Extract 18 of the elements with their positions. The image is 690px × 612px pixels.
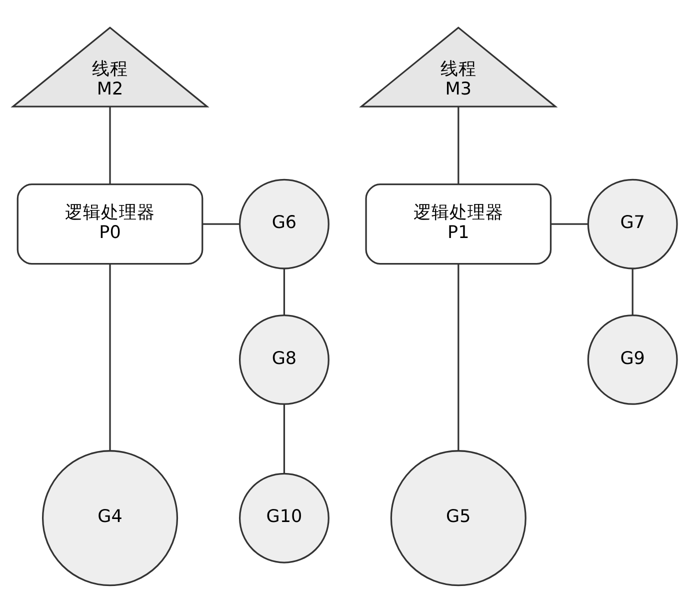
connector — [550, 222, 588, 224]
node-circle: G7 — [587, 178, 678, 269]
connector — [283, 404, 286, 473]
node-box: 逻辑处理器 P0 — [16, 183, 204, 264]
node-circle: G4 — [42, 450, 178, 586]
connector — [458, 106, 460, 184]
connector — [632, 268, 634, 314]
connector — [202, 222, 240, 224]
connector — [109, 263, 111, 450]
node-circle: G8 — [238, 314, 330, 404]
node-circle: G5 — [390, 450, 526, 586]
connector — [458, 263, 460, 450]
connector — [283, 268, 286, 314]
node-circle: G6 — [238, 178, 330, 269]
node-box: 逻辑处理器 P1 — [365, 183, 552, 264]
node-circle: G10 — [238, 472, 330, 563]
node-circle: G9 — [587, 314, 678, 404]
connector — [109, 106, 111, 184]
